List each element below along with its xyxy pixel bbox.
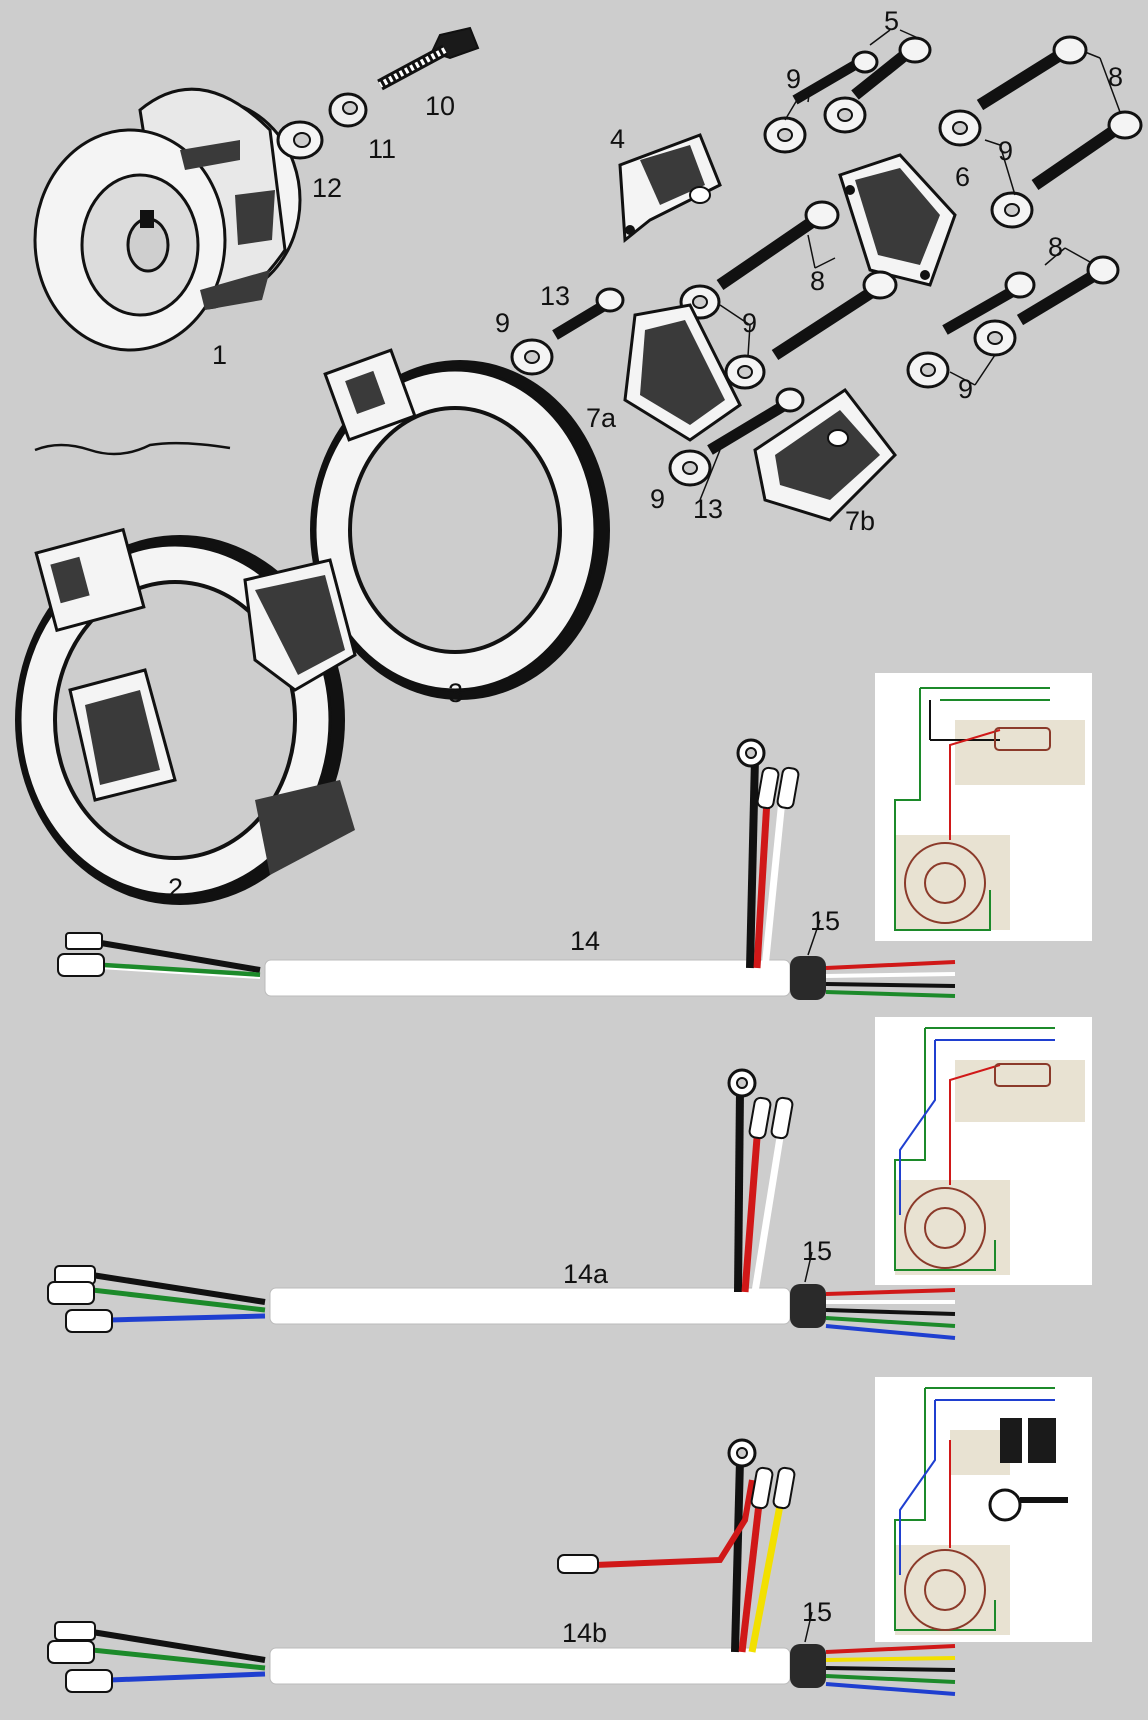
label-9-e: 9 xyxy=(958,374,973,404)
label-8-b: 8 xyxy=(810,266,825,296)
label-5: 5 xyxy=(884,6,899,36)
label-14b: 14b xyxy=(562,1618,607,1648)
label-10: 10 xyxy=(425,91,455,121)
lock-washer-11 xyxy=(328,92,368,128)
screws-8-upper xyxy=(976,35,1143,190)
screws-5 xyxy=(792,36,932,105)
label-9-c: 9 xyxy=(495,308,510,338)
harness-14a xyxy=(47,1068,956,1340)
label-11: 11 xyxy=(368,134,396,164)
label-15-c: 15 xyxy=(802,1597,832,1627)
coil-7b xyxy=(753,387,897,522)
stator-assembly xyxy=(15,527,357,905)
label-2: 2 xyxy=(168,873,183,903)
leader-lines xyxy=(699,29,1121,1643)
label-8-c: 8 xyxy=(1048,232,1063,262)
washer-12 xyxy=(276,120,324,160)
washers-9 xyxy=(510,96,1034,487)
part-labels: 1 2 3 4 5 6 7a 7b 8 8 8 9 9 9 9 9 9 10 1… xyxy=(168,6,1123,1648)
label-12: 12 xyxy=(312,173,342,203)
flywheel-rotor xyxy=(33,87,302,352)
label-15-a: 15 xyxy=(810,906,840,936)
harness-14 xyxy=(57,738,956,1000)
screws-8-lower xyxy=(942,255,1120,335)
label-14a: 14a xyxy=(563,1259,609,1289)
harness-14b xyxy=(47,1438,956,1696)
coil-7a xyxy=(623,303,742,442)
coil-6 xyxy=(838,153,957,287)
label-1: 1 xyxy=(212,340,227,370)
label-13-b: 13 xyxy=(693,494,723,524)
label-14: 14 xyxy=(570,926,600,956)
schematic-inset-14 xyxy=(875,673,1092,941)
screw-13-lower xyxy=(707,387,805,455)
bolt-10 xyxy=(377,26,480,91)
label-9-f: 9 xyxy=(650,484,665,514)
label-6: 6 xyxy=(955,162,970,192)
label-15-b: 15 xyxy=(802,1236,832,1266)
wire-squiggle xyxy=(34,441,231,456)
label-13-a: 13 xyxy=(540,281,570,311)
label-9-d: 9 xyxy=(742,308,757,338)
label-4: 4 xyxy=(610,124,625,154)
label-9-b: 9 xyxy=(998,136,1013,166)
label-7a: 7a xyxy=(586,403,617,433)
label-3: 3 xyxy=(448,678,463,708)
screws-8-middle xyxy=(716,200,898,361)
label-7b: 7b xyxy=(845,506,875,536)
base-plate-ring xyxy=(310,348,610,700)
schematic-inset-14b xyxy=(875,1377,1092,1642)
label-8-a: 8 xyxy=(1108,62,1123,92)
coil-4 xyxy=(618,133,722,243)
label-9-a: 9 xyxy=(786,64,801,94)
screw-13-upper xyxy=(552,287,625,340)
schematic-inset-14a xyxy=(875,1017,1092,1285)
